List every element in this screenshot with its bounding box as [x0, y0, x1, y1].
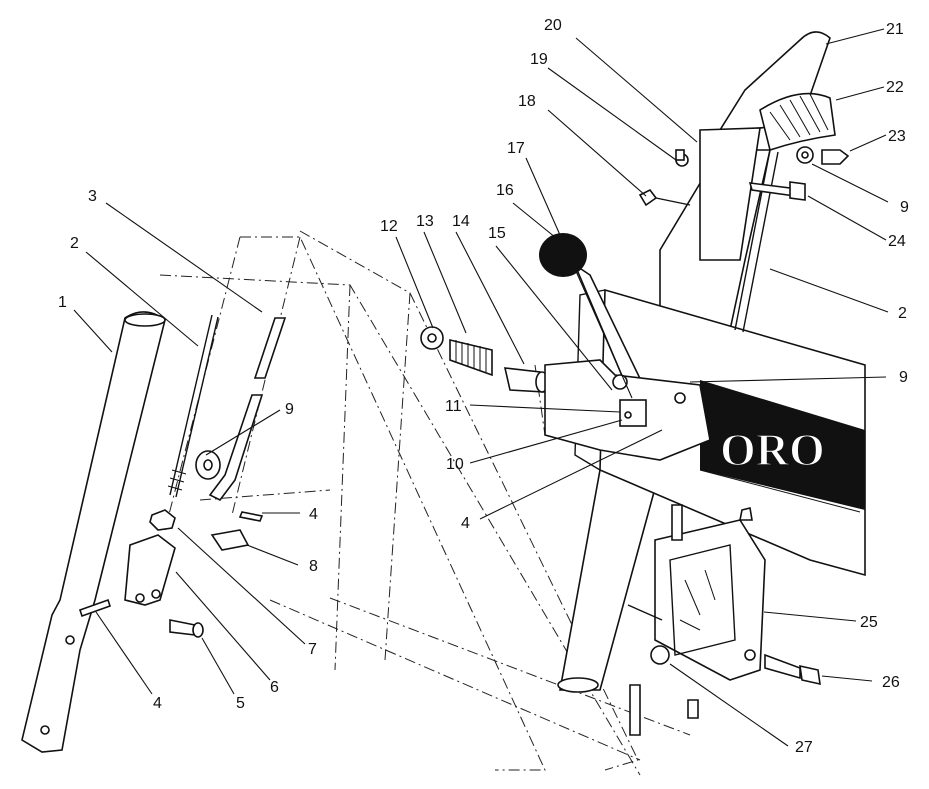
hardware-top [638, 146, 850, 207]
washer-left [195, 450, 221, 480]
callout-17: 17 [507, 140, 525, 157]
callout-27: 27 [795, 739, 813, 756]
nut [149, 509, 176, 531]
lower-tube [21, 311, 166, 753]
callout-22: 22 [886, 79, 904, 96]
bail-rod-right [734, 149, 779, 333]
callout-21: 21 [886, 21, 904, 38]
lower-bracket [627, 504, 766, 736]
callout-labels: 1 2 3 9 4 8 7 6 5 4 12 13 14 15 16 17 11… [58, 17, 909, 756]
callout-19: 19 [530, 51, 548, 68]
bail-rod-left [167, 314, 219, 498]
upper-grip [699, 31, 831, 261]
callout-6: 6 [270, 679, 279, 696]
clip-8 [210, 511, 264, 551]
callout-25: 25 [860, 614, 878, 631]
callout-1: 1 [58, 294, 67, 311]
callout-11: 11 [445, 398, 462, 415]
callout-9-top: 9 [900, 199, 909, 216]
callout-4-left: 4 [153, 695, 162, 712]
callout-7: 7 [308, 641, 317, 658]
callout-20: 20 [544, 17, 562, 34]
screw-26 [764, 653, 821, 686]
lever-spring-assembly [420, 326, 549, 393]
clevis [124, 534, 176, 606]
pin-lower-left [78, 598, 112, 618]
callout-14: 14 [452, 213, 470, 230]
callout-3: 3 [88, 188, 97, 205]
callout-13: 13 [416, 213, 434, 230]
lever-plate [544, 359, 711, 461]
callout-15: 15 [488, 225, 506, 242]
callout-10: 10 [446, 456, 464, 473]
callout-4-mid: 4 [309, 506, 318, 523]
callout-18: 18 [518, 93, 536, 110]
callout-12: 12 [380, 218, 398, 235]
callout-4-right: 4 [461, 515, 470, 532]
callout-23: 23 [888, 128, 906, 145]
phantom-lines [159, 230, 816, 776]
leader-lines [73, 28, 889, 747]
callout-9-right: 9 [899, 369, 908, 386]
callout-9-left: 9 [285, 401, 294, 418]
callout-5: 5 [236, 695, 245, 712]
callout-8: 8 [309, 558, 318, 575]
callout-16: 16 [496, 182, 514, 199]
callout-2-right: 2 [898, 305, 907, 322]
lever-knob [539, 233, 587, 277]
brand-mark: ORO [720, 424, 825, 475]
callout-26: 26 [882, 674, 900, 691]
pin-5 [169, 619, 204, 638]
handle-bracket-housing: ORO [574, 288, 866, 577]
callout-24: 24 [888, 233, 906, 250]
bail-spring [759, 92, 836, 152]
connecting-rod [208, 317, 287, 502]
callout-2-left: 2 [70, 235, 79, 252]
